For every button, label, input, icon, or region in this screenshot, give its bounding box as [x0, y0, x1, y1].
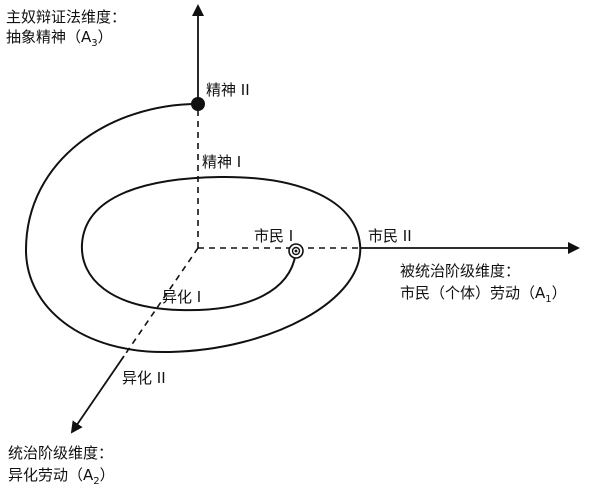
spiral-curve: [24, 103, 362, 354]
label-spirit-1: 精神 I: [202, 153, 241, 171]
horizontal-axis-label-line1: 被统治阶级维度：: [400, 262, 520, 280]
label-spirit-2: 精神 II: [206, 81, 250, 99]
vertical-axis-label-line1: 主奴辩证法维度：: [6, 8, 126, 26]
diagonal-axis-solid: [70, 355, 125, 434]
label-citizen-2: 市民 II: [368, 227, 412, 245]
diagonal-axis-label-line1: 统治阶级维度：: [8, 444, 113, 462]
label-alien-1: 异化 I: [162, 288, 201, 306]
diagonal-axis-label-line2: 异化劳动（A2）: [8, 466, 115, 487]
label-citizen-1: 市民 I: [254, 227, 293, 245]
label-alien-2: 异化 II: [122, 369, 166, 387]
horizontal-axis-label-line2: 市民（个体）劳动（A1）: [400, 284, 567, 305]
spiral-end-dot: [191, 97, 205, 111]
spiral-start-marker: [288, 243, 304, 259]
vertical-axis-label-line2: 抽象精神（A3）: [6, 28, 113, 49]
